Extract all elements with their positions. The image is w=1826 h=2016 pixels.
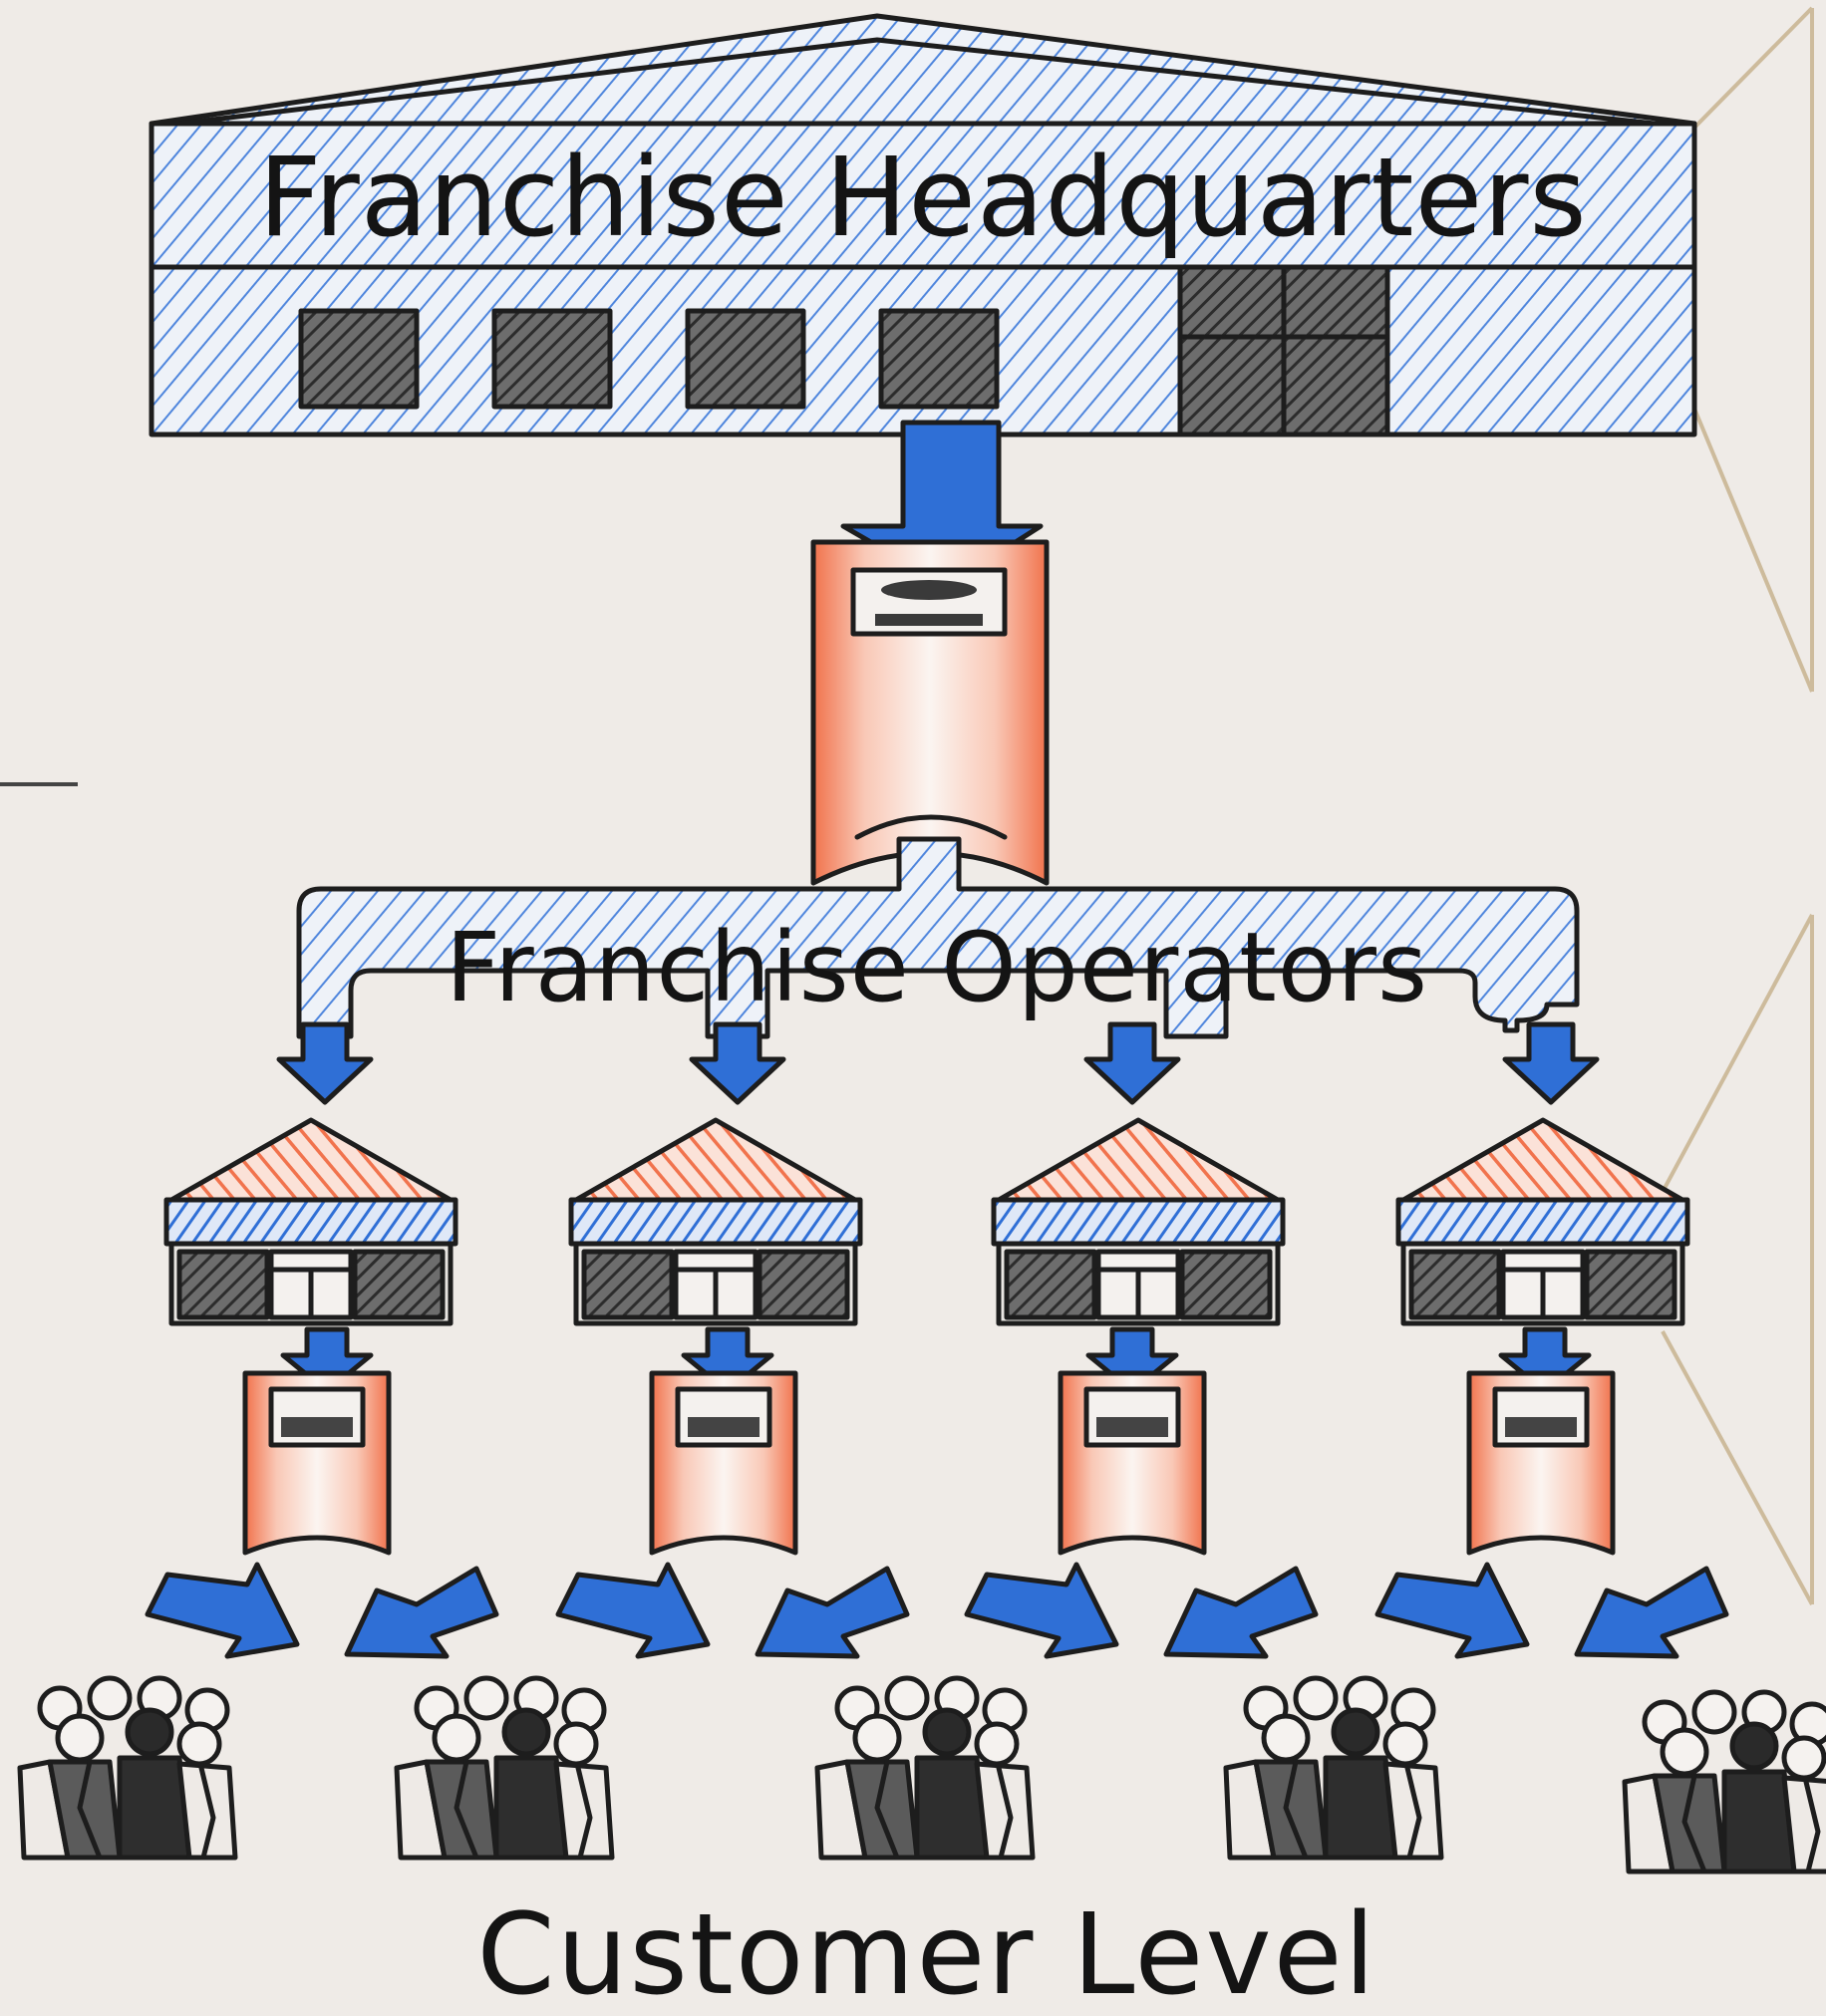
- headquarters-building: Franchise Headquarters: [149, 13, 1697, 437]
- store-inbound-arrows: [279, 1024, 1597, 1102]
- callout-lines: [1661, 6, 1814, 1605]
- operators-distribution-bracket: Franchise Operators: [296, 836, 1580, 1039]
- branch-store-4: [1398, 1120, 1687, 1323]
- branch-store-1: [166, 1120, 456, 1323]
- customer-group-5: [1625, 1692, 1826, 1872]
- branch-store-2: [571, 1120, 860, 1323]
- headquarters-label: Franchise Headquarters: [258, 134, 1587, 261]
- branch-conduit-3: [1061, 1373, 1204, 1553]
- customer-groups: [20, 1678, 1826, 1872]
- customer-group-4: [1226, 1678, 1441, 1858]
- customer-distribution-arrows: [148, 1565, 1726, 1656]
- customer-level-label: Customer Level: [476, 1890, 1376, 2016]
- customer-group-3: [817, 1678, 1033, 1858]
- headquarters-windows: [298, 308, 1000, 410]
- headquarters-roof: [149, 13, 1697, 127]
- operators-label: Franchise Operators: [446, 912, 1428, 1023]
- headquarters-door: [1177, 264, 1390, 437]
- branch-store-3: [994, 1120, 1283, 1323]
- branch-conduits: [245, 1373, 1613, 1553]
- branch-stores: [166, 1120, 1687, 1323]
- branch-conduit-2: [652, 1373, 795, 1553]
- branch-conduit-1: [245, 1373, 389, 1553]
- customer-group-2: [397, 1678, 612, 1858]
- branch-conduit-4: [1469, 1373, 1613, 1553]
- store-outbound-arrows: [280, 1326, 1592, 1394]
- main-conduit: [810, 539, 1050, 886]
- customer-group-1: [20, 1678, 235, 1858]
